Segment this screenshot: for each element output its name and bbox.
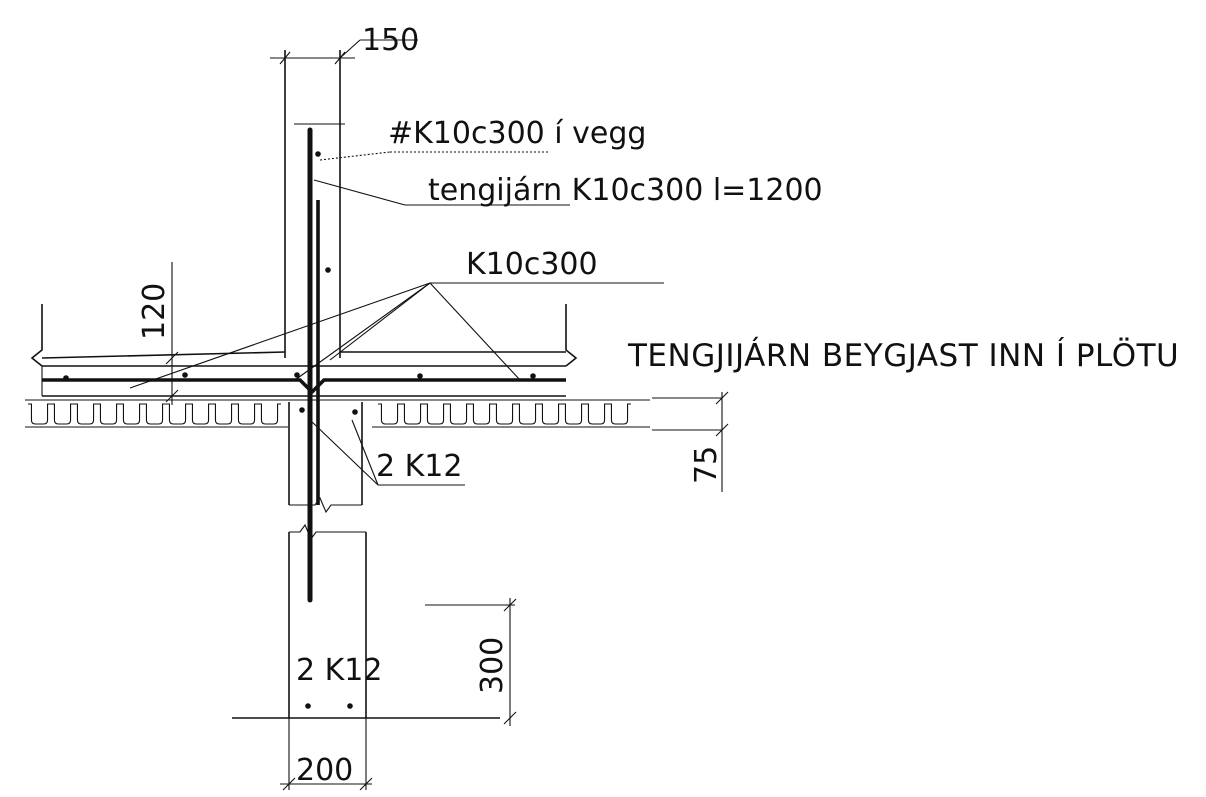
upper-wall (284, 50, 345, 358)
rebars (42, 127, 566, 709)
beam-rebar-label: 2 K12 (376, 449, 462, 484)
bend-note: TENGJIJÁRN BEYGJAST INN Í PLÖTU (627, 337, 1179, 374)
slab (30, 304, 578, 397)
lower-beam (288, 402, 363, 514)
steel-deck (25, 399, 650, 428)
tie-bar-label: tengijárn K10c300 l=1200 (428, 173, 823, 208)
leader-lines (129, 151, 664, 486)
dim-wall-width: 150 (362, 23, 419, 58)
dim-slab-thickness: 120 (137, 283, 172, 340)
dimension-lines (165, 39, 729, 791)
footing-rebar-label: 2 K12 (296, 653, 382, 688)
footing (232, 523, 500, 719)
dim-deck-depth: 75 (689, 446, 724, 484)
dim-footing-width: 200 (296, 753, 353, 788)
wall-mesh-label: #K10c300 í vegg (388, 116, 646, 151)
dim-footing-height: 300 (475, 637, 510, 694)
slab-rebar-label: K10c300 (466, 247, 598, 282)
